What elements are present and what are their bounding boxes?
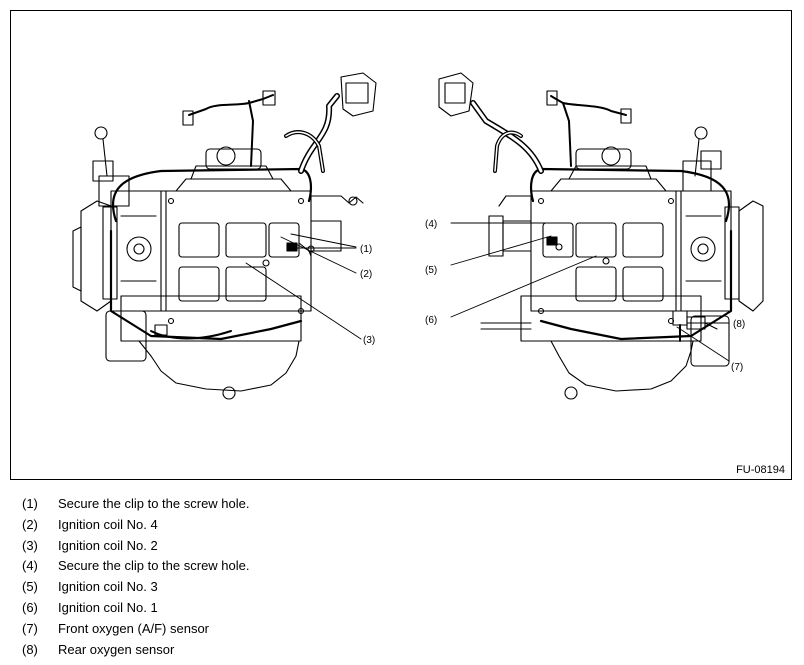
legend-text: Secure the clip to the screw hole. [58,558,250,574]
callout-1: (1) [360,244,372,255]
legend-list: (1) Secure the clip to the screw hole. (2… [22,494,782,660]
legend-number: (3) [22,537,38,553]
legend-item: (7) Front oxygen (A/F) sensor [22,619,782,640]
leader-lines [245,222,730,362]
legend-text: Ignition coil No. 3 [58,579,158,595]
callout-8: (8) [733,319,745,330]
legend-number: (4) [22,558,38,574]
legend-number: (1) [22,496,38,511]
right-engine-view [438,72,764,400]
legend-item: (2) Ignition coil No. 4 [22,515,782,536]
legend-item: (1) Secure the clip to the screw hole. [22,494,782,515]
engine-diagram-svg: (1) (2) (3) (4) (5) (6) (7) (8) [72,72,764,400]
legend-text: Ignition coil No. 1 [58,599,158,615]
callout-7: (7) [731,362,743,373]
figure-id: FU-08194 [736,464,785,476]
callout-4: (4) [425,219,437,230]
left-engine-view [72,72,377,400]
legend-number: (5) [22,579,38,595]
legend-text: Rear oxygen sensor [58,641,175,657]
legend-text: Front oxygen (A/F) sensor [58,620,209,636]
legend-number: (6) [22,599,38,615]
legend-item: (8) Rear oxygen sensor [22,640,782,661]
engine-diagram-figure: (1) (2) (3) (4) (5) (6) (7) (8) FU-08194 [10,10,792,480]
callout-3: (3) [363,335,375,346]
callout-5: (5) [425,265,437,276]
legend-text: Ignition coil No. 2 [58,537,158,553]
legend-number: (2) [22,516,38,532]
legend-text: Ignition coil No. 4 [58,516,158,532]
legend-item: (4) Secure the clip to the screw hole. [22,556,782,577]
legend-number: (7) [22,620,38,636]
legend-item: (6) Ignition coil No. 1 [22,598,782,619]
legend-item: (5) Ignition coil No. 3 [22,577,782,598]
legend-number: (8) [22,641,38,657]
callout-2: (2) [360,269,372,280]
legend-item: (3) Ignition coil No. 2 [22,536,782,557]
legend-text: Secure the clip to the screw hole. [58,496,250,511]
callout-6: (6) [425,315,437,326]
